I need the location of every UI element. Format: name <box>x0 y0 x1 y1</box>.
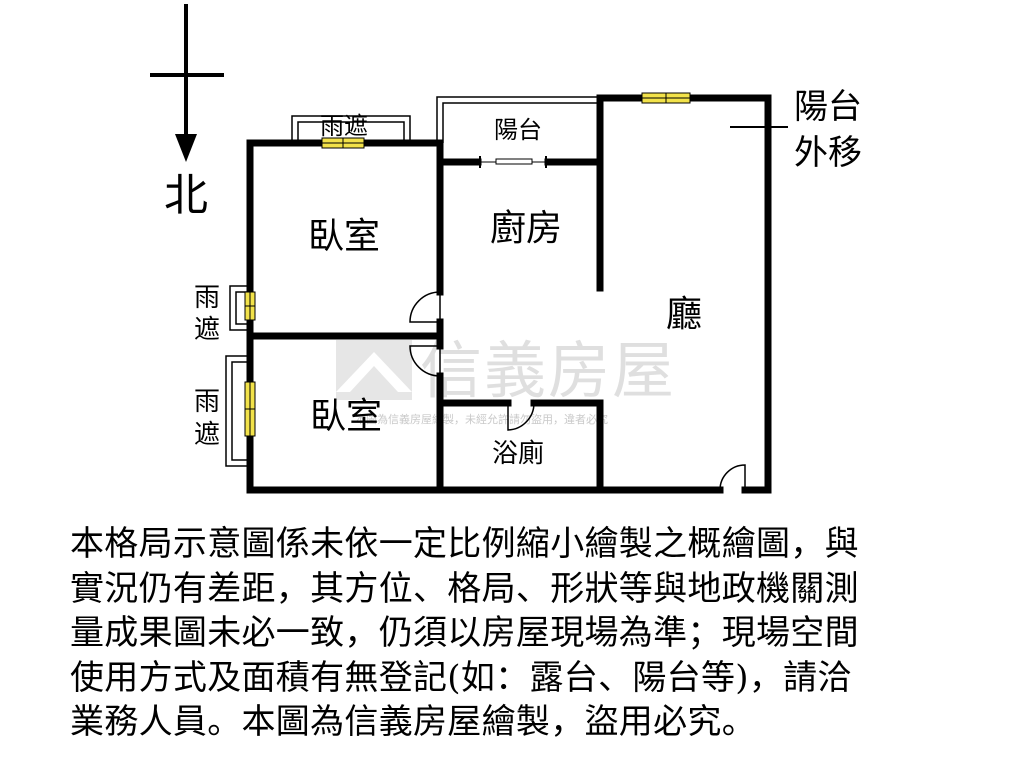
annotation-balcony-moved-out-1: 陽台 <box>794 87 862 127</box>
window-bedroom-west-1 <box>244 291 256 321</box>
annotation-balcony-moved-out-2: 外移 <box>794 133 862 173</box>
watermark-logo-icon <box>336 340 412 400</box>
disclaimer-line: 實況仍有差距，其方位、格局、形狀等與地政機關測 <box>70 568 859 609</box>
door-entrance <box>719 464 746 491</box>
watermark-notice: 本圖為信義房屋繪製，未經允許請勿盜用，違者必究 <box>355 412 608 426</box>
room-label-living: 廳 <box>666 294 702 335</box>
door-bathroom <box>507 402 535 431</box>
watermark-brand: 信義房屋 <box>420 334 676 407</box>
rain-cover-top <box>291 115 411 143</box>
balcony-frame <box>436 96 603 143</box>
window-living-top <box>641 92 691 104</box>
windows <box>244 92 691 437</box>
annotation-rain-cover-left-2-b: 遮 <box>194 420 220 450</box>
room-label-bedroom-bottom: 臥室 <box>310 396 382 437</box>
door-bedroom-bottom <box>409 345 441 377</box>
floor-plan: 信義房屋 本圖為信義房屋繪製，未經允許請勿盜用，違者必究 北 <box>150 4 862 494</box>
window-bedroom-west-2 <box>244 381 256 437</box>
door-bedroom-top <box>409 291 441 323</box>
room-label-bathroom: 浴廁 <box>492 439 544 469</box>
sliding-door-balcony <box>479 156 547 168</box>
rain-cover-left-1 <box>229 285 250 331</box>
annotation-rain-cover-left-1-a: 雨 <box>194 283 220 313</box>
disclaimer-text: 本格局示意圖係未依一定比例縮小繪製之概繪圖，與 實況仍有差距，其方位、格局、形狀… <box>70 522 970 745</box>
window-bedroom-top <box>321 137 365 149</box>
room-label-kitchen: 廚房 <box>490 208 562 249</box>
disclaimer-line: 量成果圖未必一致，仍須以房屋現場為準；現場空間 <box>70 613 859 653</box>
watermark: 信義房屋 本圖為信義房屋繪製，未經允許請勿盜用，違者必究 <box>336 334 676 426</box>
disclaimer-line: 業務人員。本圖為信義房屋繪製，盜用必究。 <box>70 702 756 742</box>
compass-label: 北 <box>164 170 208 221</box>
rain-cover-left-2 <box>225 355 250 467</box>
room-label-balcony: 陽台 <box>494 116 542 144</box>
disclaimer-line: 使用方式及面積有無登記(如：露台、陽台等)，請洽 <box>70 657 852 698</box>
disclaimer-line: 本格局示意圖係未依一定比例縮小繪製之概繪圖，與 <box>70 524 859 564</box>
annotation-rain-cover-left-2-a: 雨 <box>194 387 220 417</box>
annotation-rain-cover-top: 雨遮 <box>320 112 368 140</box>
compass-arrow-icon <box>175 134 197 162</box>
room-label-bedroom-top: 臥室 <box>308 216 380 257</box>
annotation-rain-cover-left-1-b: 遮 <box>194 315 220 345</box>
compass: 北 <box>150 4 224 221</box>
